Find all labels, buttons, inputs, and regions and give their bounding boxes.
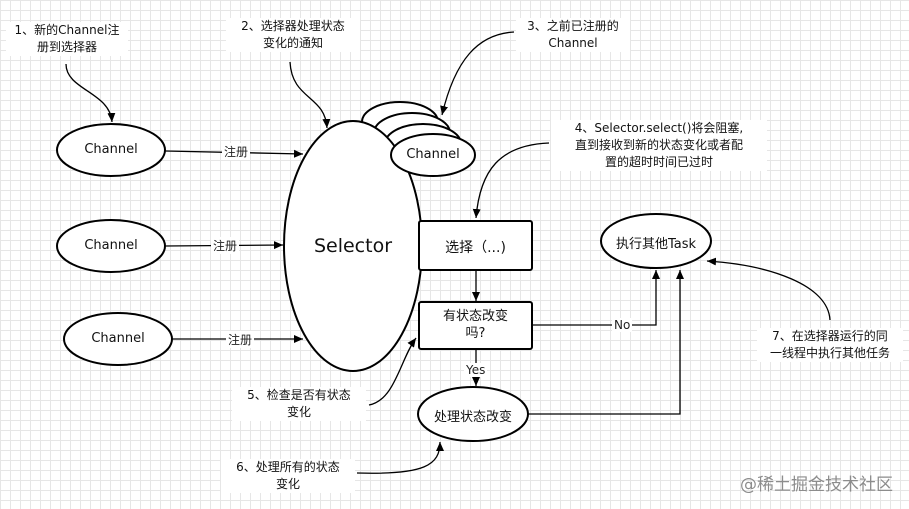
note-6: 6、处理所有的状态 变化	[221, 459, 355, 493]
handle-to-task-arrow	[528, 270, 684, 415]
register-label-3: 注册	[226, 331, 255, 348]
changed-box-label: 有状态改变 吗?	[442, 309, 508, 341]
note-5: 5、检查是否有状态 变化	[232, 387, 366, 421]
note-2-curve	[289, 61, 331, 129]
watermark: @稀土掘金技术社区	[740, 475, 893, 495]
note-5-curve	[368, 337, 417, 406]
handle-changes-label: 处理状态改变	[433, 410, 512, 425]
note-4: 4、Selector.select()将会阻塞, 直到接收到新的状态变化或者配 …	[551, 120, 767, 171]
selector-label: Selector	[313, 235, 393, 257]
channel-stack-front	[390, 133, 476, 177]
yes-label: Yes	[464, 363, 488, 377]
other-task-ellipse	[600, 213, 712, 269]
channel-1-label: Channel	[84, 142, 138, 157]
note-7: 7、在选择器运行的同 一线程中执行其他任务	[757, 328, 903, 362]
select-box-label: 选择（...)	[445, 240, 506, 256]
note-3-curve	[440, 31, 515, 116]
channel-3-label: Channel	[91, 331, 145, 346]
note-3: 3、之前已注册的 Channel	[516, 18, 630, 52]
register-label-2: 注册	[211, 237, 240, 254]
register-label-1: 注册	[222, 143, 251, 160]
other-task-label: 执行其他Task	[615, 237, 697, 252]
note-1: 1、新的Channel注 册到选择器	[6, 22, 128, 56]
note-4-curve	[472, 142, 550, 219]
no-arrow	[532, 270, 660, 326]
channel-1-ellipse	[56, 123, 166, 177]
note-7-curve	[706, 257, 831, 321]
channel-stack-label: Channel	[406, 147, 460, 162]
note-6-curve	[356, 441, 444, 474]
note-1-curve	[65, 63, 116, 123]
note-2: 2、选择器处理状态 变化的通知	[226, 18, 360, 52]
channel-2-label: Channel	[84, 238, 138, 253]
no-label: No	[612, 318, 633, 332]
